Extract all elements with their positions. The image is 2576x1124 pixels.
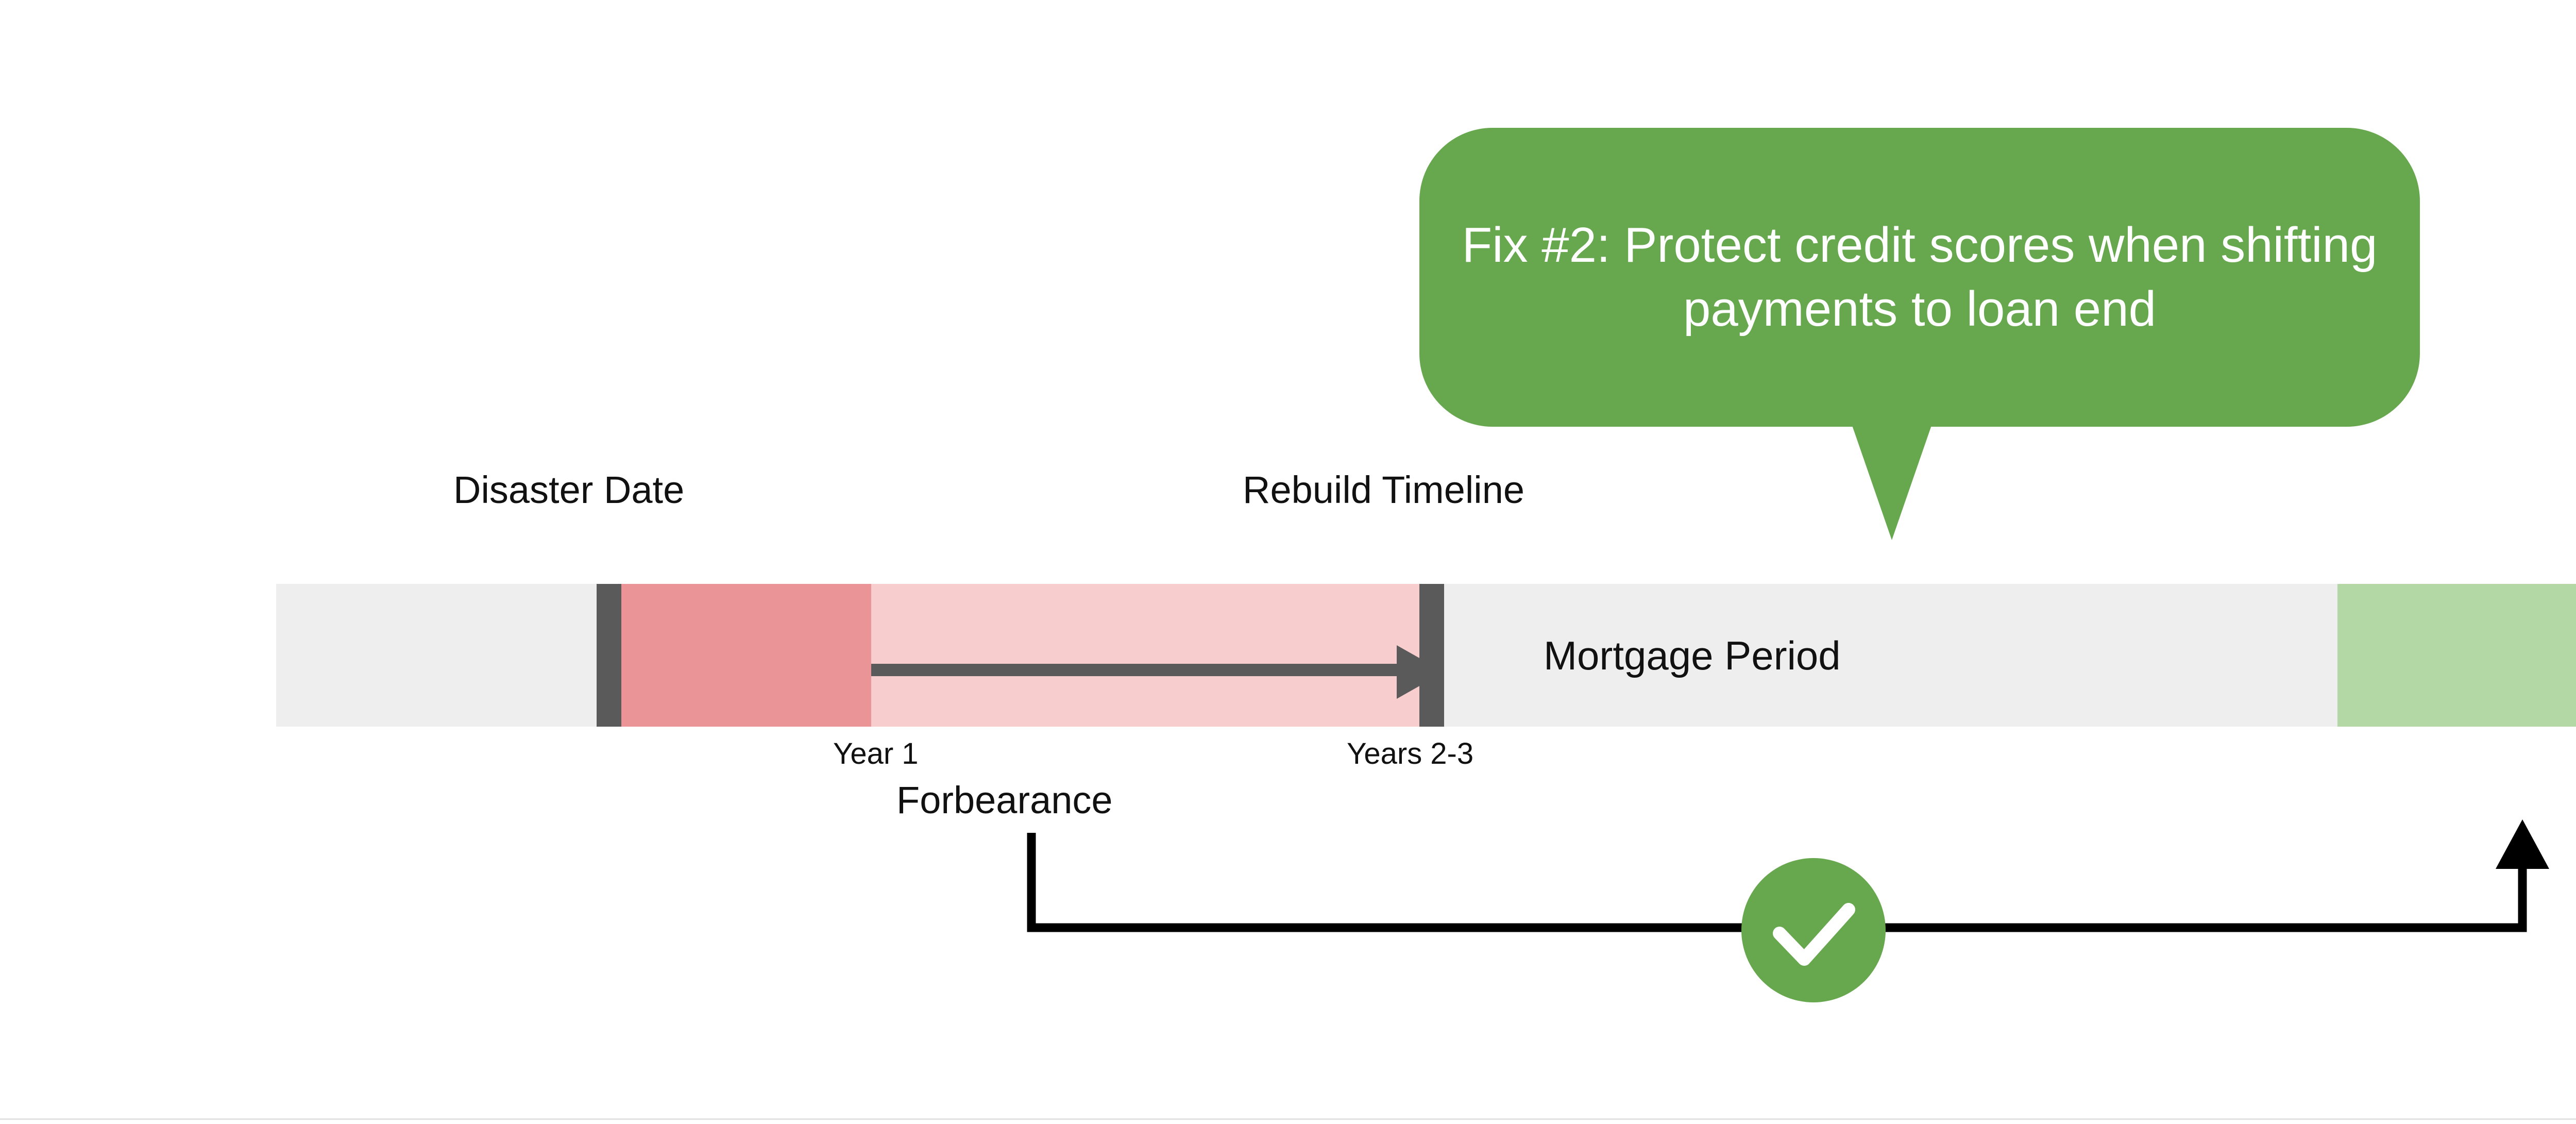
rebuild-end-marker (1419, 584, 1444, 727)
bottom-divider (0, 1118, 2576, 1120)
check-icon (1773, 903, 1855, 966)
callout-text: Fix #2: Protect credit scores when shift… (1462, 217, 2378, 337)
label-disaster-date: Disaster Date (453, 468, 685, 511)
rebuild-timeline-arrow-icon (871, 645, 1444, 699)
segment-rebuild-years-2-3 (871, 584, 1419, 727)
callout-tail-icon (1851, 423, 1933, 540)
disaster-date-marker (597, 584, 621, 727)
mortgage-timeline-track: Mortgage Period (276, 584, 2576, 727)
label-year-1: Year 1 (833, 737, 919, 770)
callout-bubble: Fix #2: Protect credit scores when shift… (1419, 128, 2420, 427)
segment-forbearance-year-1 (597, 584, 871, 727)
label-mortgage-period: Mortgage Period (1544, 633, 1841, 678)
check-badge (1741, 858, 1886, 1002)
segment-loan-end-shifted-payments (2337, 584, 2576, 727)
label-years-2-3: Years 2-3 (1347, 737, 1474, 770)
label-forbearance: Forbearance (896, 779, 1113, 821)
label-rebuild-timeline: Rebuild Timeline (1243, 468, 1525, 511)
